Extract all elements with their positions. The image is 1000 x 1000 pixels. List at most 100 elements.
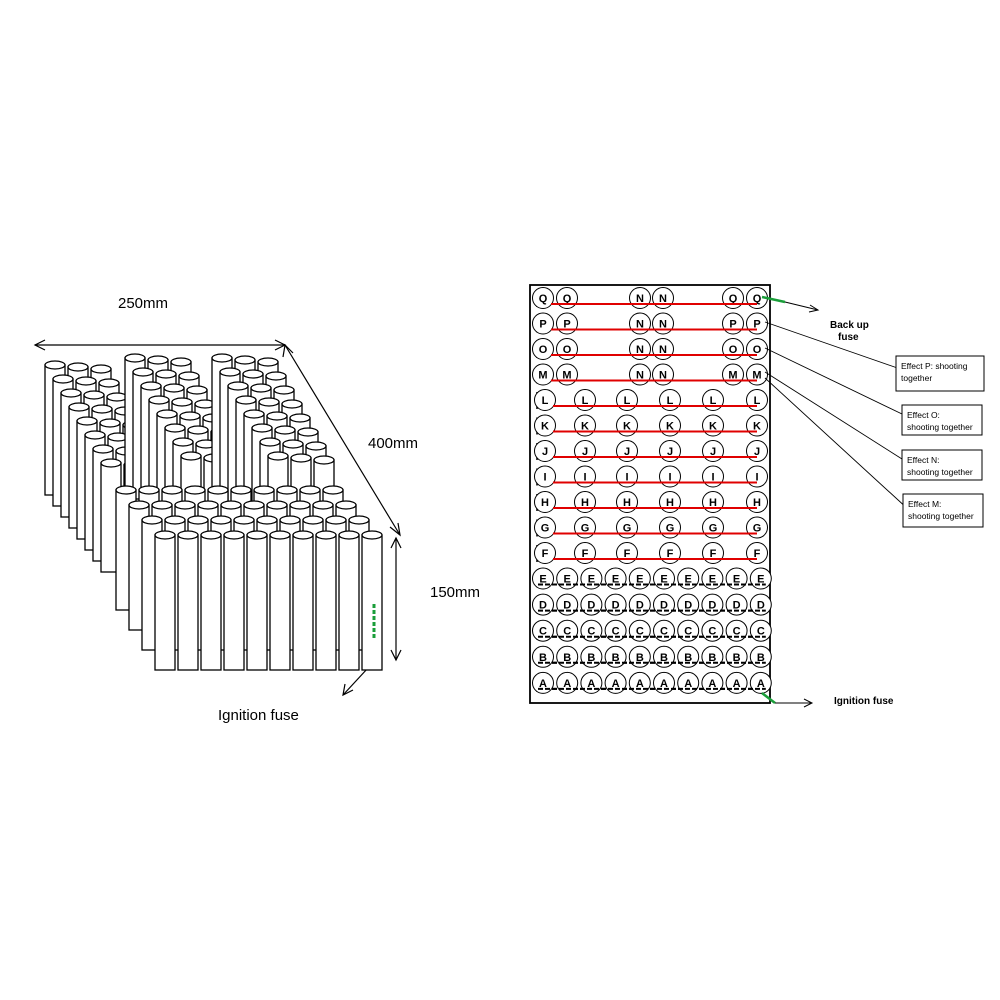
shot-cell: I: [534, 465, 556, 488]
shot-cell: C: [677, 619, 700, 642]
shot-label: H: [666, 497, 674, 509]
shot-label: A: [684, 678, 692, 690]
shot-cell: L: [659, 389, 681, 411]
tube: [315, 530, 337, 671]
shot-label: L: [582, 395, 589, 407]
backup-fuse-label-line2: fuse: [838, 332, 859, 343]
shot-label: F: [710, 548, 717, 560]
shot-label: F: [542, 548, 549, 560]
height-dimension: 150mm: [390, 536, 480, 662]
shot-cell: E: [653, 567, 675, 590]
shot-label: G: [709, 523, 718, 535]
shot-cell: H: [659, 491, 681, 513]
shot-cell: F: [534, 542, 556, 564]
shot-label: I: [668, 472, 671, 484]
shot-label: C: [660, 626, 668, 638]
shot-cell: K: [702, 414, 724, 437]
shot-label: M: [728, 370, 737, 382]
shot-label: B: [539, 652, 547, 664]
shot-cell: N: [652, 312, 674, 335]
width-dimension: 250mm: [33, 295, 287, 351]
shot-label: D: [660, 600, 668, 612]
shot-cell: E: [628, 567, 651, 590]
shot-label: O: [729, 344, 738, 356]
shot-cell: K: [574, 414, 596, 437]
shot-label: N: [659, 319, 667, 331]
shot-label: N: [659, 370, 667, 382]
shot-cell: P: [556, 312, 578, 335]
shot-label: K: [541, 421, 549, 433]
shot-label: J: [542, 446, 548, 458]
shot-cell: H: [616, 491, 638, 513]
shot-label: O: [563, 344, 572, 356]
shot-label: H: [709, 497, 717, 509]
shot-cell: B: [653, 645, 675, 668]
shot-cell: B: [556, 645, 579, 668]
shot-label: I: [755, 472, 758, 484]
shot-label: D: [636, 600, 644, 612]
shot-label: D: [539, 600, 547, 612]
shot-cell: M: [556, 363, 578, 386]
shot-cell: A: [653, 671, 675, 694]
leader-line: [764, 321, 897, 368]
shot-label: E: [539, 574, 546, 586]
shot-label: A: [757, 678, 765, 690]
shot-cell: H: [746, 491, 768, 513]
shot-cell: J: [659, 440, 681, 462]
shot-cell: M: [746, 363, 768, 386]
cake-3d-illustration: 250mm 400mm 150mm Ignition fuse: [33, 295, 480, 724]
shot-cell: P: [722, 312, 744, 335]
shot-cell: D: [749, 593, 772, 616]
note-line1: Effect O:: [907, 410, 940, 420]
shot-label: B: [733, 652, 741, 664]
shot-label: C: [708, 626, 716, 638]
shot-cell: A: [580, 671, 603, 694]
shot-cell: Q: [722, 287, 744, 309]
note-line1: Effect P: shooting: [901, 361, 968, 371]
shot-label: K: [581, 421, 589, 433]
shot-cell: F: [574, 542, 596, 564]
shot-cell: K: [616, 414, 638, 437]
shot-cell: E: [677, 567, 700, 590]
backup-fuse-label-line1: Back up: [830, 320, 869, 331]
shot-label: C: [733, 626, 741, 638]
shot-cell: E: [556, 567, 579, 590]
shot-label: G: [666, 523, 675, 535]
note-line1: Effect M:: [908, 499, 941, 509]
shot-label: C: [636, 626, 644, 638]
effect-note-m: Effect M: shooting together: [764, 377, 984, 528]
shot-label: Q: [563, 293, 572, 305]
shot-cell: K: [534, 414, 556, 437]
shot-cell: I: [574, 465, 596, 488]
leader-line: [764, 347, 903, 415]
tube: [292, 530, 314, 671]
shot-cell: J: [616, 440, 638, 462]
shot-cell: I: [616, 465, 638, 488]
shot-label: C: [587, 626, 595, 638]
note-line2: shooting together: [908, 511, 974, 521]
shot-label: I: [625, 472, 628, 484]
shot-label: Q: [753, 293, 762, 305]
shot-cell: C: [532, 619, 554, 642]
shot-cell: C: [580, 619, 603, 642]
shot-cell: E: [532, 567, 554, 590]
shot-cell: H: [702, 491, 724, 513]
backup-fuse: Back up fuse: [761, 295, 869, 343]
shot-cell: J: [574, 440, 596, 462]
depth-label: 400mm: [368, 435, 418, 452]
note-line2: shooting together: [907, 422, 973, 432]
shot-label: I: [583, 472, 586, 484]
shot-cell: P: [532, 312, 554, 335]
shot-label: K: [666, 421, 674, 433]
shot-label: M: [752, 370, 761, 382]
shot-label: M: [562, 370, 571, 382]
